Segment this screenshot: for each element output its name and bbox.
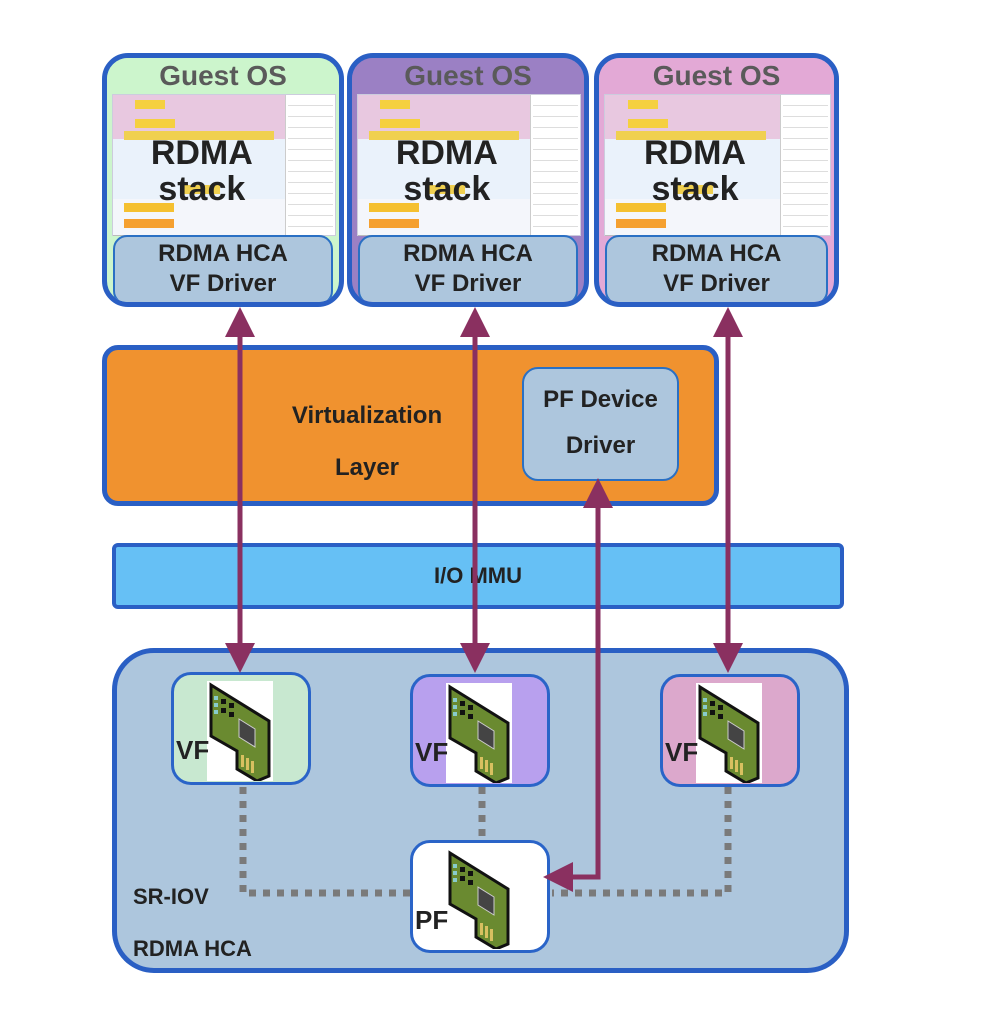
function-label: PF — [415, 905, 449, 935]
hca-label: SR-IOV RDMA HCA — [133, 871, 252, 975]
driver-line1: RDMA HCA — [403, 240, 533, 267]
stack-line2: stack — [403, 170, 491, 208]
virtual-function-2: VF — [410, 674, 550, 787]
network-card-icon — [446, 849, 512, 951]
network-card-icon — [207, 681, 273, 783]
driver-line1: RDMA HCA — [158, 240, 288, 267]
pf-driver-line1: PF Device — [543, 386, 658, 413]
function-label: VF — [665, 737, 699, 767]
arrow-pfdriver-pf — [543, 478, 613, 892]
virtualization-layer: Virtualization Layer PF Device Driver — [102, 345, 719, 506]
driver-line1: RDMA HCA — [651, 240, 782, 267]
network-card-icon — [446, 683, 512, 785]
virtualization-line2: Layer — [334, 454, 400, 481]
virtualization-line1: Virtualization — [291, 402, 443, 429]
physical-function: PF — [410, 840, 550, 953]
virtual-function-3: VF — [660, 674, 800, 787]
virtual-function-1: VF — [171, 672, 311, 785]
rdma-hca-vf-driver: RDMA HCA VF Driver — [605, 235, 828, 302]
network-card-icon — [696, 683, 762, 785]
dotted-link-vf1-pf — [239, 787, 410, 897]
guest-os-title: Guest OS — [352, 58, 584, 94]
stack-line1: RDMA — [150, 134, 253, 172]
guest-os-title: Guest OS — [599, 58, 834, 94]
virtualization-label: Virtualization Layer — [257, 390, 477, 494]
stack-line2: stack — [158, 170, 246, 208]
hca-line2: RDMA HCA — [133, 936, 252, 961]
function-label: VF — [176, 735, 210, 765]
guest-os-title: Guest OS — [107, 58, 339, 94]
stack-line1: RDMA — [644, 134, 746, 172]
driver-line2: VF Driver — [414, 270, 522, 297]
rdma-hca-vf-driver: RDMA HCA VF Driver — [113, 235, 333, 302]
driver-line2: VF Driver — [169, 270, 277, 297]
function-label: VF — [415, 737, 449, 767]
hca-line1: SR-IOV — [133, 884, 209, 909]
stack-line2: stack — [651, 170, 739, 208]
driver-line2: VF Driver — [663, 270, 770, 297]
rdma-hca-vf-driver: RDMA HCA VF Driver — [358, 235, 578, 302]
pf-driver-line2: Driver — [565, 432, 636, 459]
stack-line1: RDMA — [395, 134, 498, 172]
